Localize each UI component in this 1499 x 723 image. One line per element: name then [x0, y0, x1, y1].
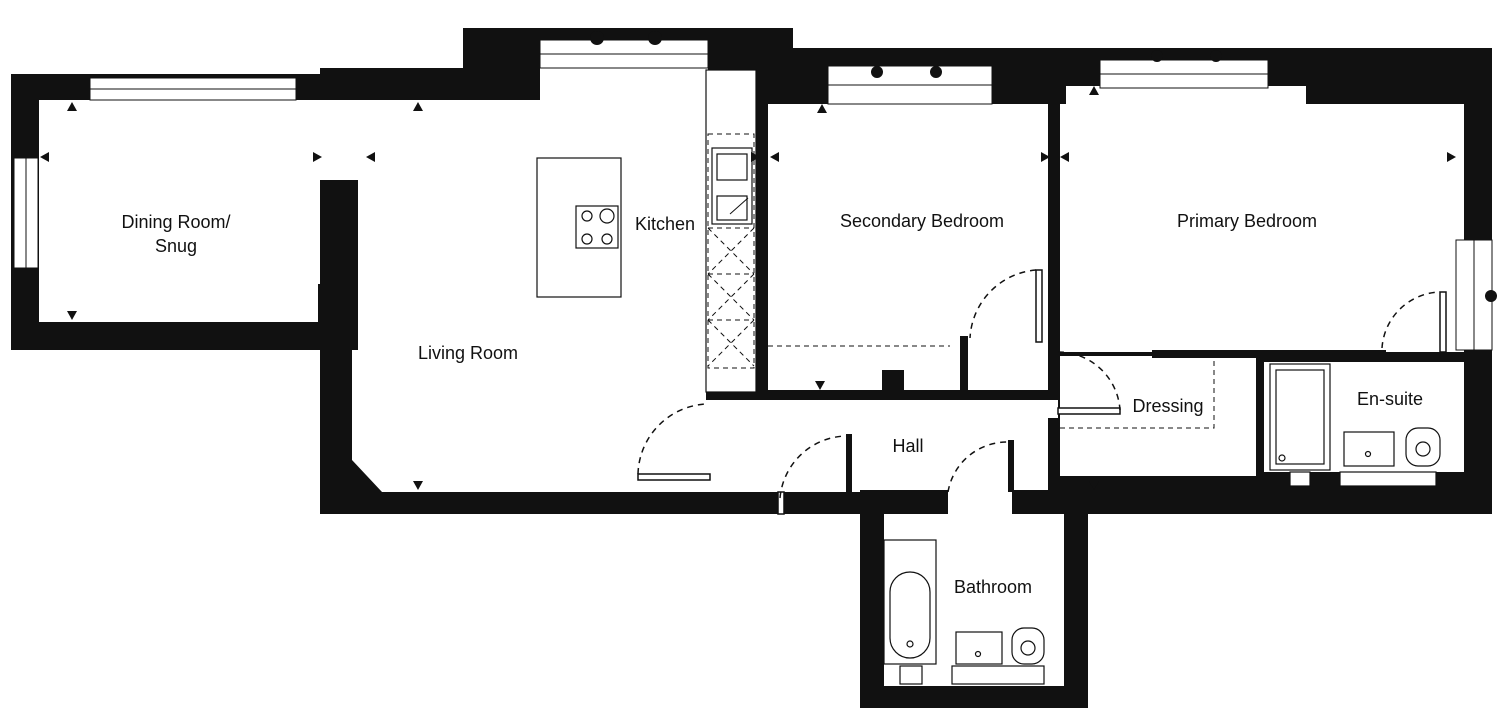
floor-living-link: [318, 100, 358, 180]
room-labels: Dining Room/ Snug Kitchen Living Room Se…: [121, 211, 1423, 597]
wall-ensuite-left: [1256, 350, 1264, 480]
label-bathroom: Bathroom: [954, 577, 1032, 597]
wall-bed-divider-low: [1048, 418, 1058, 490]
floor-living-hall-join: [700, 400, 780, 492]
measurement-markers: [40, 86, 1456, 490]
label-primary-bedroom: Primary Bedroom: [1177, 211, 1317, 231]
dressing-wardrobe: [1060, 356, 1215, 429]
label-dining-line1: Dining Room/: [121, 212, 230, 232]
label-secondary-bedroom: Secondary Bedroom: [840, 211, 1004, 231]
floor-primary-top: [1066, 86, 1306, 116]
label-dining-line2: Snug: [155, 236, 197, 256]
floor-kitchen-top: [540, 66, 708, 106]
label-dressing: Dressing: [1132, 396, 1203, 416]
basin-icon: [955, 631, 1003, 665]
label-kitchen: Kitchen: [635, 214, 695, 234]
wall-living-chamfer: [352, 460, 382, 492]
wall-bed-divider: [1048, 100, 1058, 346]
wall-secbed-right: [960, 336, 968, 400]
wall-ensuite-top: [1152, 350, 1386, 358]
label-living-room: Living Room: [418, 343, 518, 363]
dashed-features: [768, 345, 1215, 429]
doors: [637, 269, 1447, 515]
wall-dining-pier: [318, 180, 358, 350]
label-hall: Hall: [892, 436, 923, 456]
windows: [13, 31, 1497, 351]
floor-bath-hall-link: [948, 488, 1012, 518]
wall-secbed-chimney: [882, 370, 904, 396]
kitchen-fittings: [536, 69, 757, 393]
label-en-suite: En-suite: [1357, 389, 1423, 409]
wall-hall-bath-left: [846, 434, 852, 494]
floor-primary-bed: [1060, 104, 1464, 352]
floor-secondary-bed: [768, 104, 1048, 390]
ensuite-fittings: [1269, 363, 1441, 487]
ensuite-basin-icon: [1343, 431, 1395, 467]
wall-hall-bath-right: [1008, 440, 1014, 492]
floor-dining-pier-cut: [310, 180, 320, 284]
kitchen-counter: [705, 69, 757, 393]
kitchen-units: [707, 133, 755, 369]
bathroom-fittings: [883, 539, 1045, 685]
floor-dining: [39, 100, 323, 322]
wall-secbed-bottom: [706, 392, 968, 400]
floor-dressing: [1060, 356, 1256, 476]
